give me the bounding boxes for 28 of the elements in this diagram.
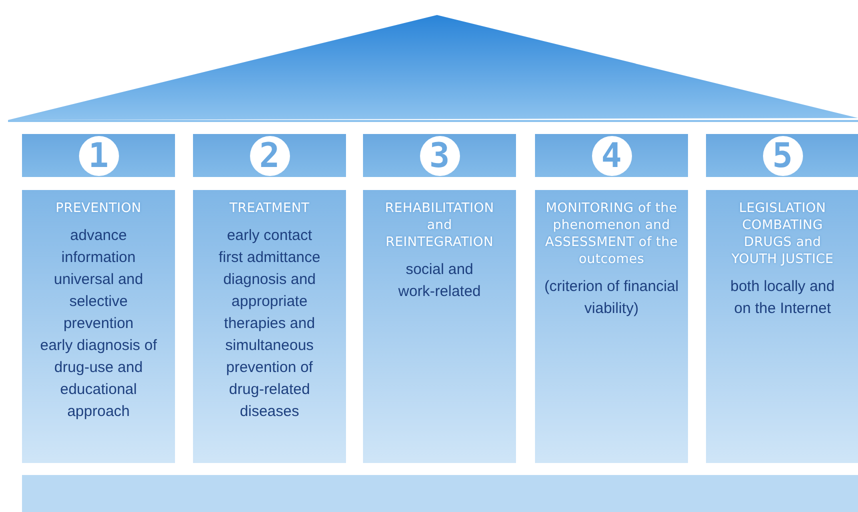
capital-block (22, 134, 175, 177)
capital-block (193, 134, 346, 177)
number-badge: 4 (592, 136, 632, 176)
pillar-heading: MONITORING of the phenomenon and ASSESSMENT of the outcomes (544, 200, 679, 268)
pillar-text: (criterion of financial viability) (543, 277, 680, 319)
pillar-heading: TREATMENT (230, 200, 310, 217)
pillar-heading: REHABILITATION and REINTEGRATION (384, 200, 496, 251)
capital-block (706, 134, 858, 177)
pillar-heading: LEGISLATION COMBATING DRUGS and YOUTH JUSTICE (730, 200, 835, 268)
capital-block (535, 134, 688, 177)
pillar-text: early diagnosis of drug-use and educational approach (39, 336, 158, 422)
pillar-column (363, 190, 516, 463)
pillar-column (193, 190, 346, 463)
base-band (22, 475, 858, 512)
number-badge: 1 (78, 136, 118, 176)
pillar-column (22, 190, 175, 463)
pillar-column (706, 190, 858, 463)
pillar-text: social and work-related (397, 260, 482, 302)
pillar-text: both locally and on the Internet (729, 277, 836, 319)
pillar-heading: PREVENTION (56, 200, 142, 217)
number-badge: 3 (420, 136, 460, 176)
number-badge: 2 (250, 136, 290, 176)
pillar-text: first admittance (218, 248, 320, 268)
number-badge: 5 (762, 136, 802, 176)
pillar-column (535, 190, 688, 463)
pillar-text: diagnosis and appropriate therapies and simultaneous prevention of drug-related diseases (222, 270, 317, 422)
capital-block (363, 134, 516, 177)
pillar-text: early contact (226, 226, 312, 246)
